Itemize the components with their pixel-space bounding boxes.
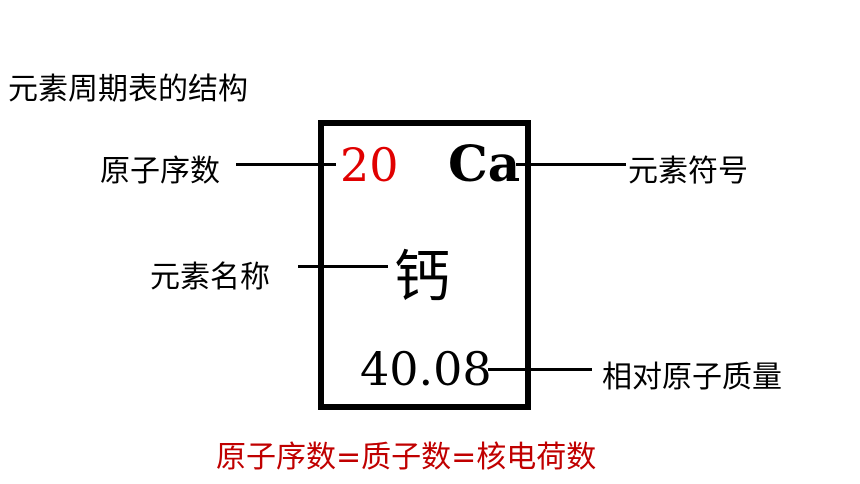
formula-text: 原子序数=质子数=核电荷数 xyxy=(216,440,597,475)
element-card: 20 Ca 钙 40.08 xyxy=(318,120,531,410)
element-name-label: 元素名称 xyxy=(150,260,270,295)
element-name-value: 钙 xyxy=(394,245,450,310)
atomic-number-connector xyxy=(236,163,336,166)
atomic-mass-connector xyxy=(488,368,592,371)
element-symbol-label: 元素符号 xyxy=(628,154,748,189)
atomic-mass-value: 40.08 xyxy=(360,342,492,396)
element-symbol-connector xyxy=(516,163,626,166)
atomic-number-value: 20 xyxy=(340,138,399,192)
page-title: 元素周期表的结构 xyxy=(8,72,248,107)
atomic-mass-label: 相对原子质量 xyxy=(602,360,782,395)
atomic-number-label: 原子序数 xyxy=(100,154,220,189)
element-symbol-value: Ca xyxy=(448,134,521,193)
element-name-connector xyxy=(298,265,388,268)
